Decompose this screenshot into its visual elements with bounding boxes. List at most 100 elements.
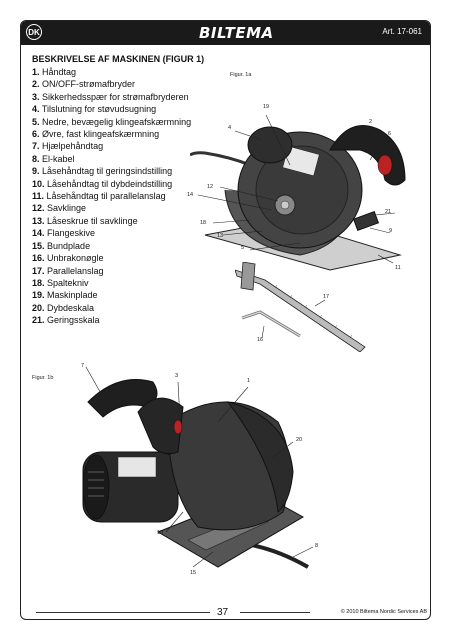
callout-5: 5	[241, 245, 245, 251]
part-number: 16.	[32, 253, 45, 264]
list-item: 8. El-kabel	[32, 153, 191, 165]
callout-11: 11	[395, 265, 401, 271]
brand-logo: BILTEMA	[199, 24, 274, 42]
callout-20: 20	[296, 437, 303, 443]
part-number: 9.	[32, 166, 40, 177]
brand-logo-text: BILTEMA	[199, 24, 274, 42]
part-number: 20.	[32, 302, 45, 313]
part-label: Flangeskive	[47, 228, 96, 239]
footer-divider-left	[36, 612, 210, 613]
hex-key-illustration	[241, 310, 301, 339]
part-label: Sikkerhedsspær for strømafbryderen	[42, 91, 189, 102]
part-number: 18.	[32, 277, 45, 288]
list-item: 19. Maskinplade	[32, 289, 191, 301]
part-label: ON/OFF-strømafbryder	[42, 79, 136, 90]
figure-1b-label: Figur. 1b	[32, 375, 54, 381]
part-label: Låsehåndtag til dybdeindstilling	[47, 178, 173, 189]
part-number: 2.	[32, 79, 40, 90]
parallel-guide-illustration	[235, 262, 366, 352]
list-item: 2. ON/OFF-strømafbryder	[32, 78, 191, 90]
part-label: Spaltekniv	[47, 277, 89, 288]
callout-8: 8	[315, 543, 319, 549]
list-item: 21. Geringsskala	[32, 314, 191, 326]
part-label: Håndtag	[42, 67, 77, 77]
part-number: 13.	[32, 215, 45, 226]
list-item: 6. Øvre, fast klingeafskærmning	[32, 128, 191, 140]
part-number: 11.	[32, 191, 45, 202]
list-item: 16. Unbrakonøgle	[32, 252, 191, 264]
part-number: 3.	[32, 91, 40, 102]
part-label: Låsehåndtag til parallelanslag	[46, 191, 166, 202]
callout-15: 15	[190, 570, 197, 576]
callout-10: 10	[157, 530, 164, 536]
part-number: 4.	[32, 104, 40, 115]
part-label: Øvre, fast klingeafskærmning	[42, 129, 160, 140]
callout-9: 9	[389, 228, 393, 234]
article-number: Art. 17-061	[382, 27, 422, 36]
part-label: Unbrakonøgle	[47, 253, 104, 264]
copyright-notice: © 2010 Biltema Nordic Services AB	[340, 609, 427, 615]
part-number: 21.	[32, 315, 45, 326]
part-number: 6.	[32, 129, 40, 140]
header-bar: DK BILTEMA Art. 17-061	[21, 21, 430, 45]
part-label: Tilslutning for støvudsugning	[41, 104, 157, 115]
page-frame	[20, 20, 431, 620]
part-label: Dybdeskala	[47, 302, 95, 313]
callout-2: 2	[369, 119, 373, 125]
figure-1a-saw-illustration	[190, 114, 406, 271]
list-item: 17. Parallelanslag	[32, 265, 191, 277]
part-number: 14.	[32, 228, 45, 239]
page-number: 37	[217, 607, 229, 618]
callout-3: 3	[175, 373, 179, 379]
callout-7: 7	[81, 363, 85, 369]
parts-list: 1. Håndtag 2. ON/OFF-strømafbryder 3. Si…	[32, 66, 191, 327]
callout-14: 14	[187, 192, 194, 198]
part-number: 12.	[32, 203, 45, 214]
part-number: 7.	[32, 141, 40, 152]
footer-divider-right	[240, 612, 310, 613]
list-item: 15. Bundplade	[32, 240, 191, 252]
callout-16: 16	[257, 337, 264, 343]
part-number: 17.	[32, 265, 45, 276]
part-label: Bundplade	[47, 240, 91, 251]
list-item: 12. Savklinge	[32, 202, 191, 214]
callout-12: 12	[207, 184, 214, 190]
part-label: Nedre, bevægelig klingeafskærmning	[42, 116, 192, 127]
figure-1a-label: Figur. 1a	[230, 72, 252, 78]
list-item: 5. Nedre, bevægelig klingeafskærmning	[32, 116, 191, 128]
figure-1b-saw-illustration	[82, 366, 314, 569]
list-item: 4. Tilslutning for støvudsugning	[32, 103, 191, 115]
part-label: El-kabel	[42, 153, 75, 164]
part-number: 1.	[32, 67, 40, 77]
section-title: BESKRIVELSE AF MASKINEN (FIGUR 1)	[32, 54, 205, 64]
list-item: 10. Låsehåndtag til dybdeindstilling	[32, 178, 191, 190]
part-label: Maskinplade	[47, 290, 98, 301]
list-item: 14. Flangeskive	[32, 227, 191, 239]
part-number: 5.	[32, 116, 40, 127]
part-label: Låseskrue til savklinge	[47, 215, 138, 226]
callout-17: 17	[323, 294, 330, 300]
list-item: 18. Spaltekniv	[32, 277, 191, 289]
callout-19: 19	[263, 104, 270, 110]
list-item: 3. Sikkerhedsspær for strømafbryderen	[32, 91, 191, 103]
callout-18: 18	[200, 220, 207, 226]
part-label: Savklinge	[47, 203, 87, 214]
part-number: 19.	[32, 290, 45, 301]
part-label: Hjælpehåndtag	[42, 141, 104, 152]
list-item: 7. Hjælpehåndtag	[32, 140, 191, 152]
part-label: Parallelanslag	[47, 265, 104, 276]
language-badge: DK	[26, 24, 42, 40]
list-item: 1. Håndtag	[32, 66, 191, 78]
part-number: 15.	[32, 240, 45, 251]
list-item: 11. Låsehåndtag til parallelanslag	[32, 190, 191, 202]
part-number: 10.	[32, 178, 45, 189]
callout-13: 13	[217, 233, 224, 239]
callout-1: 1	[247, 378, 251, 384]
callout-6: 6	[388, 131, 392, 137]
part-number: 8.	[32, 153, 40, 164]
part-label: Geringsskala	[47, 315, 100, 326]
part-label: Låsehåndtag til geringsindstilling	[42, 166, 173, 177]
callout-21: 21	[385, 209, 392, 215]
callout-4: 4	[228, 125, 232, 131]
list-item: 9. Låsehåndtag til geringsindstilling	[32, 165, 191, 177]
